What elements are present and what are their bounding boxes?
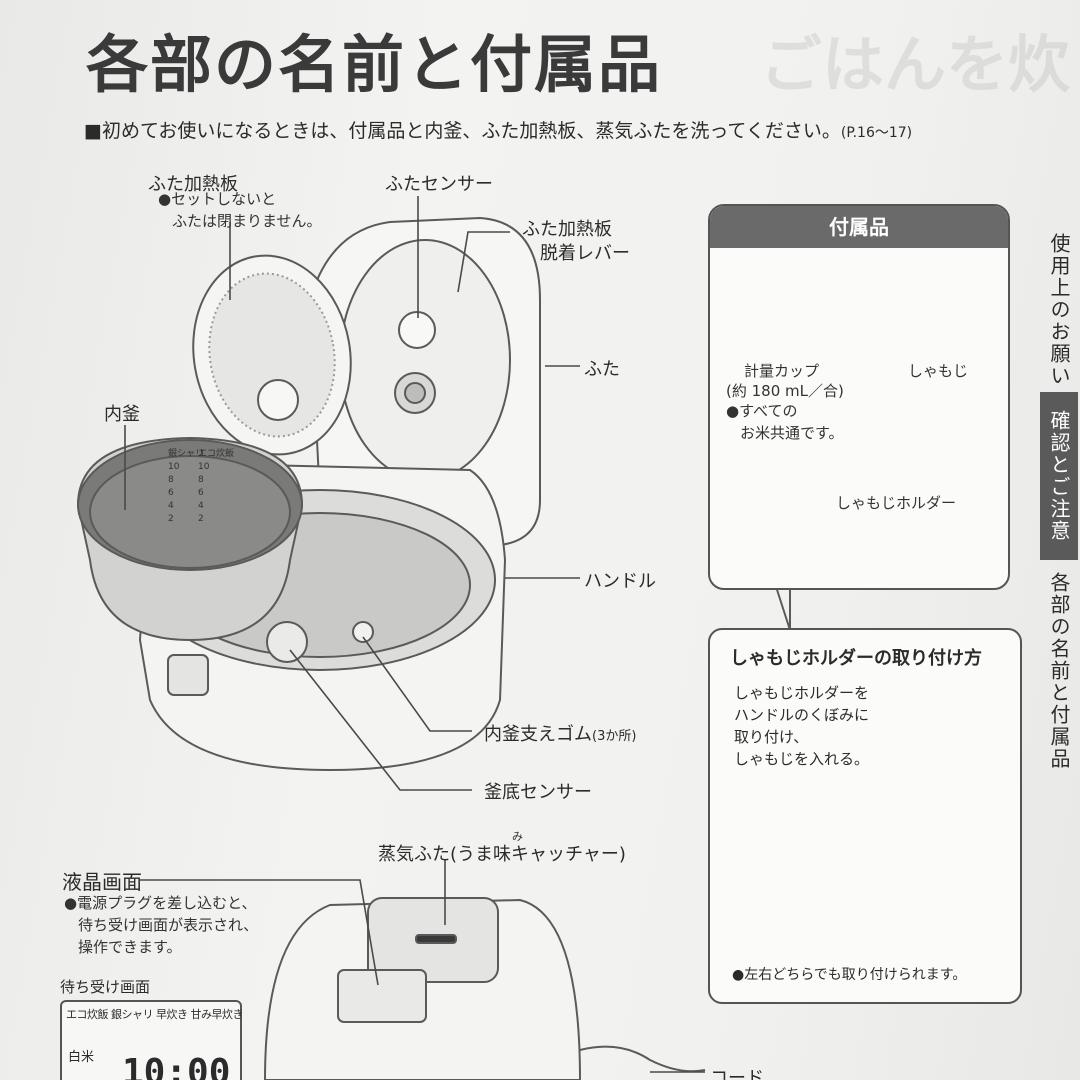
note-line: ●すべての [726,402,798,420]
pot-rubber-count: (3か所) [592,729,637,744]
label-lcd: 液晶画面 [62,870,142,894]
scale-tick: 8 [168,475,174,485]
scale-tick: 8 [198,475,204,485]
note-line: ふたは閉まりません。 [172,212,322,230]
pot-scale-left: 銀シャリ 10 8 6 4 2 [168,448,204,526]
label-steam-lid: 蒸気ふた(うま味キャッチャー) [378,840,626,866]
note-lcd: ●電源プラグを差し込むと、 待ち受け画面が表示され、 操作できます。 [64,892,258,958]
label-bottom-sensor: 釜底センサー [484,782,592,803]
howto-steps: しゃもじホルダーを ハンドルのくぼみに 取り付け、 しゃもじを入れる。 [734,682,869,770]
label-lid-sensor: ふたセンサー [385,174,493,195]
lcd-modes: エコ炊飯 銀シャリ 早炊き 甘み早炊き [66,1008,244,1021]
lcd-caption: 待ち受け画面 [60,978,151,996]
lcd-screen: エコ炊飯 銀シャリ 早炊き 甘み早炊き 白米 10:00 [60,1000,244,1080]
side-tab-parts-accessories: 各部の名前と付属品 [1047,572,1071,770]
scale-header: エコ炊飯 [198,449,235,459]
note-lid-heating-plate: ●セットしないと ふたは閉まりません。 [158,188,322,232]
note-line: ●セットしないと [158,190,277,208]
holder-label: しゃもじホルダー [836,494,957,512]
howto-box: しゃもじホルダーの取り付け方 しゃもじホルダーを ハンドルのくぼみに 取り付け、… [708,628,1022,1004]
label-cord: コード [710,1068,764,1080]
scale-tick: 6 [198,488,204,498]
scale-tick: 4 [168,501,174,511]
pot-rubber-text: 内釜支えゴム [484,724,592,745]
scale-tick: 2 [168,514,174,524]
howto-note: ●左右どちらでも取り付けられます。 [732,967,967,983]
label-lid-plate-lever: ふた加熱板 脱着レバー [522,218,630,266]
page-title: 各部の名前と付属品 [86,28,663,101]
note-line: ●電源プラグを差し込むと、 [64,894,257,912]
howto-line: 取り付け、 [734,728,809,746]
leader-lines [124,196,705,1073]
lcd-rice-type: 白米 [68,1050,95,1065]
label-line: ふた加熱板 [522,219,612,240]
scale-tick: 10 [198,462,210,472]
accessories-box: 付属品 [708,204,1010,590]
note-line: お米共通です。 [740,424,844,442]
bottom-sensor-disc [266,621,308,663]
note-line: 操作できます。 [78,938,182,956]
label-handle: ハンドル [584,571,656,592]
lid-inner-plate [339,239,511,481]
label-lid: ふた [584,359,620,380]
scale-header: 銀シャリ [168,449,205,459]
side-tab-usage-notes: 使用上のお願い [1047,233,1071,387]
scale-tick: 10 [168,462,180,472]
scale-tick: 6 [168,488,174,498]
accessories-heading: 付属品 [710,206,1008,248]
label-pot-rubber: 内釜支えゴム(3か所) [484,720,636,746]
steam-lid-text: 蒸気ふた [378,844,450,865]
scale-tick: 4 [198,501,204,511]
intro-main: ■初めてお使いになるときは、付属品と内釜、ふた加熱板、蒸気ふたを洗ってください。 [84,120,841,142]
intro-page-ref: (P.16～17) [840,125,913,141]
label-lid-heating-plate: ふた加熱板 [148,174,238,195]
intro-text: ■初めてお使いになるときは、付属品と内釜、ふた加熱板、蒸気ふたを洗ってください。… [84,116,912,143]
cup-note: ●すべての お米共通です。 [726,400,844,444]
lid-sensor-circle [398,311,436,349]
pot-scale-right: エコ炊飯 10 8 6 4 2 [198,448,234,526]
scale-tick: 2 [198,514,204,524]
lcd-time: 10:00 [122,1052,231,1080]
howto-line: ハンドルのくぼみに [734,706,870,724]
ruby-mi: み [512,830,523,843]
cup-volume: (約 180 mL／合) [726,382,844,400]
spatula-label: しゃもじ [908,362,969,380]
ghost-background-title: ごはんを炊 [760,28,1071,101]
cup-label: 計量カップ [744,362,820,380]
steam-lid-sub: (うま味キャッチャー) [450,844,626,865]
howto-line: しゃもじホルダーを [734,684,870,702]
label-inner-pot: 内釜 [104,404,140,425]
howto-title: しゃもじホルダーの取り付け方 [730,648,982,669]
lcd-panel [337,969,427,1023]
pot-rubber-dot [352,621,374,643]
label-line: 脱着レバー [540,243,630,264]
side-tab-check-caution: 確認とご注意 [1040,392,1078,560]
note-line: 待ち受け画面が表示され、 [78,916,259,934]
howto-line: しゃもじを入れる。 [734,750,870,768]
